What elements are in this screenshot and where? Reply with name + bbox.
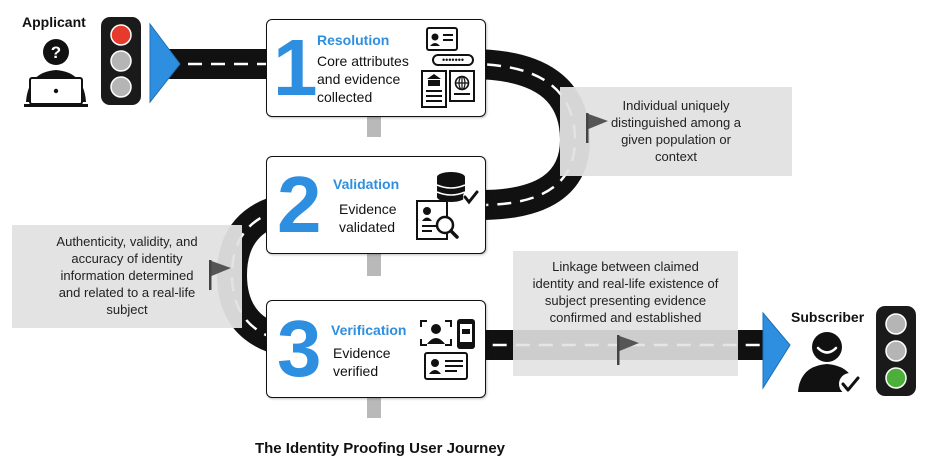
pillar-1 xyxy=(367,115,381,137)
milestone-bg-1 xyxy=(560,87,792,176)
pillar-3 xyxy=(367,396,381,418)
document-icon xyxy=(421,70,447,108)
milestone-note-2: Authenticity, validity, and accuracy of … xyxy=(56,234,198,317)
phone-icon xyxy=(457,319,475,349)
step-number: 3 xyxy=(277,304,322,393)
step-description: Evidence validated xyxy=(339,201,397,235)
verification-icons xyxy=(420,319,475,380)
step-card-verification: 3 Verification Evidence verified xyxy=(266,300,486,398)
flag-icon xyxy=(209,260,231,290)
svg-text:•••••••: ••••••• xyxy=(442,55,464,65)
face-scan-icon xyxy=(420,320,452,346)
flag-icon xyxy=(617,335,639,365)
id-card-icon xyxy=(426,27,458,51)
start-arrow xyxy=(149,22,181,104)
password-field-icon: ••••••• xyxy=(432,54,474,66)
diagram-caption: The Identity Proofing User Journey xyxy=(254,440,506,457)
subscriber-label: Subscriber xyxy=(791,309,865,325)
step-number: 1 xyxy=(273,23,318,112)
subscriber-check-icon xyxy=(798,332,861,395)
passport-icon xyxy=(449,70,475,102)
milestone-bg-2 xyxy=(12,225,242,328)
step-number: 2 xyxy=(277,160,322,249)
milestone-bg-3 xyxy=(513,251,738,376)
step-title: Verification xyxy=(331,322,407,338)
svg-text:?: ? xyxy=(51,43,61,62)
applicant-label: Applicant xyxy=(22,14,86,30)
id-card-icon xyxy=(424,352,468,380)
step-title: Validation xyxy=(333,176,400,192)
traffic-light-green-icon xyxy=(876,306,916,396)
step-title: Resolution xyxy=(317,32,390,48)
milestone-note-3: Linkage between claimed identity and rea… xyxy=(532,259,719,325)
applicant-icon: ? xyxy=(24,39,88,107)
search-document-icon xyxy=(416,200,459,240)
validation-icons xyxy=(416,172,479,240)
traffic-light-red-icon xyxy=(101,17,141,105)
step-card-resolution: 1 Resolution Core attributes and evidenc… xyxy=(266,19,486,117)
step-card-validation: 2 Validation Evidence validated xyxy=(266,156,486,254)
pillar-2 xyxy=(367,252,381,276)
milestone-note-1: Individual uniquely distinguished among … xyxy=(610,98,742,164)
end-arrow xyxy=(762,311,791,390)
step-description: Core attributes and evidence collected xyxy=(317,53,409,105)
resolution-icons: ••••••• xyxy=(421,27,475,108)
database-check-icon xyxy=(436,172,479,205)
flag-icon xyxy=(586,113,608,143)
step-description: Evidence verified xyxy=(333,345,391,379)
